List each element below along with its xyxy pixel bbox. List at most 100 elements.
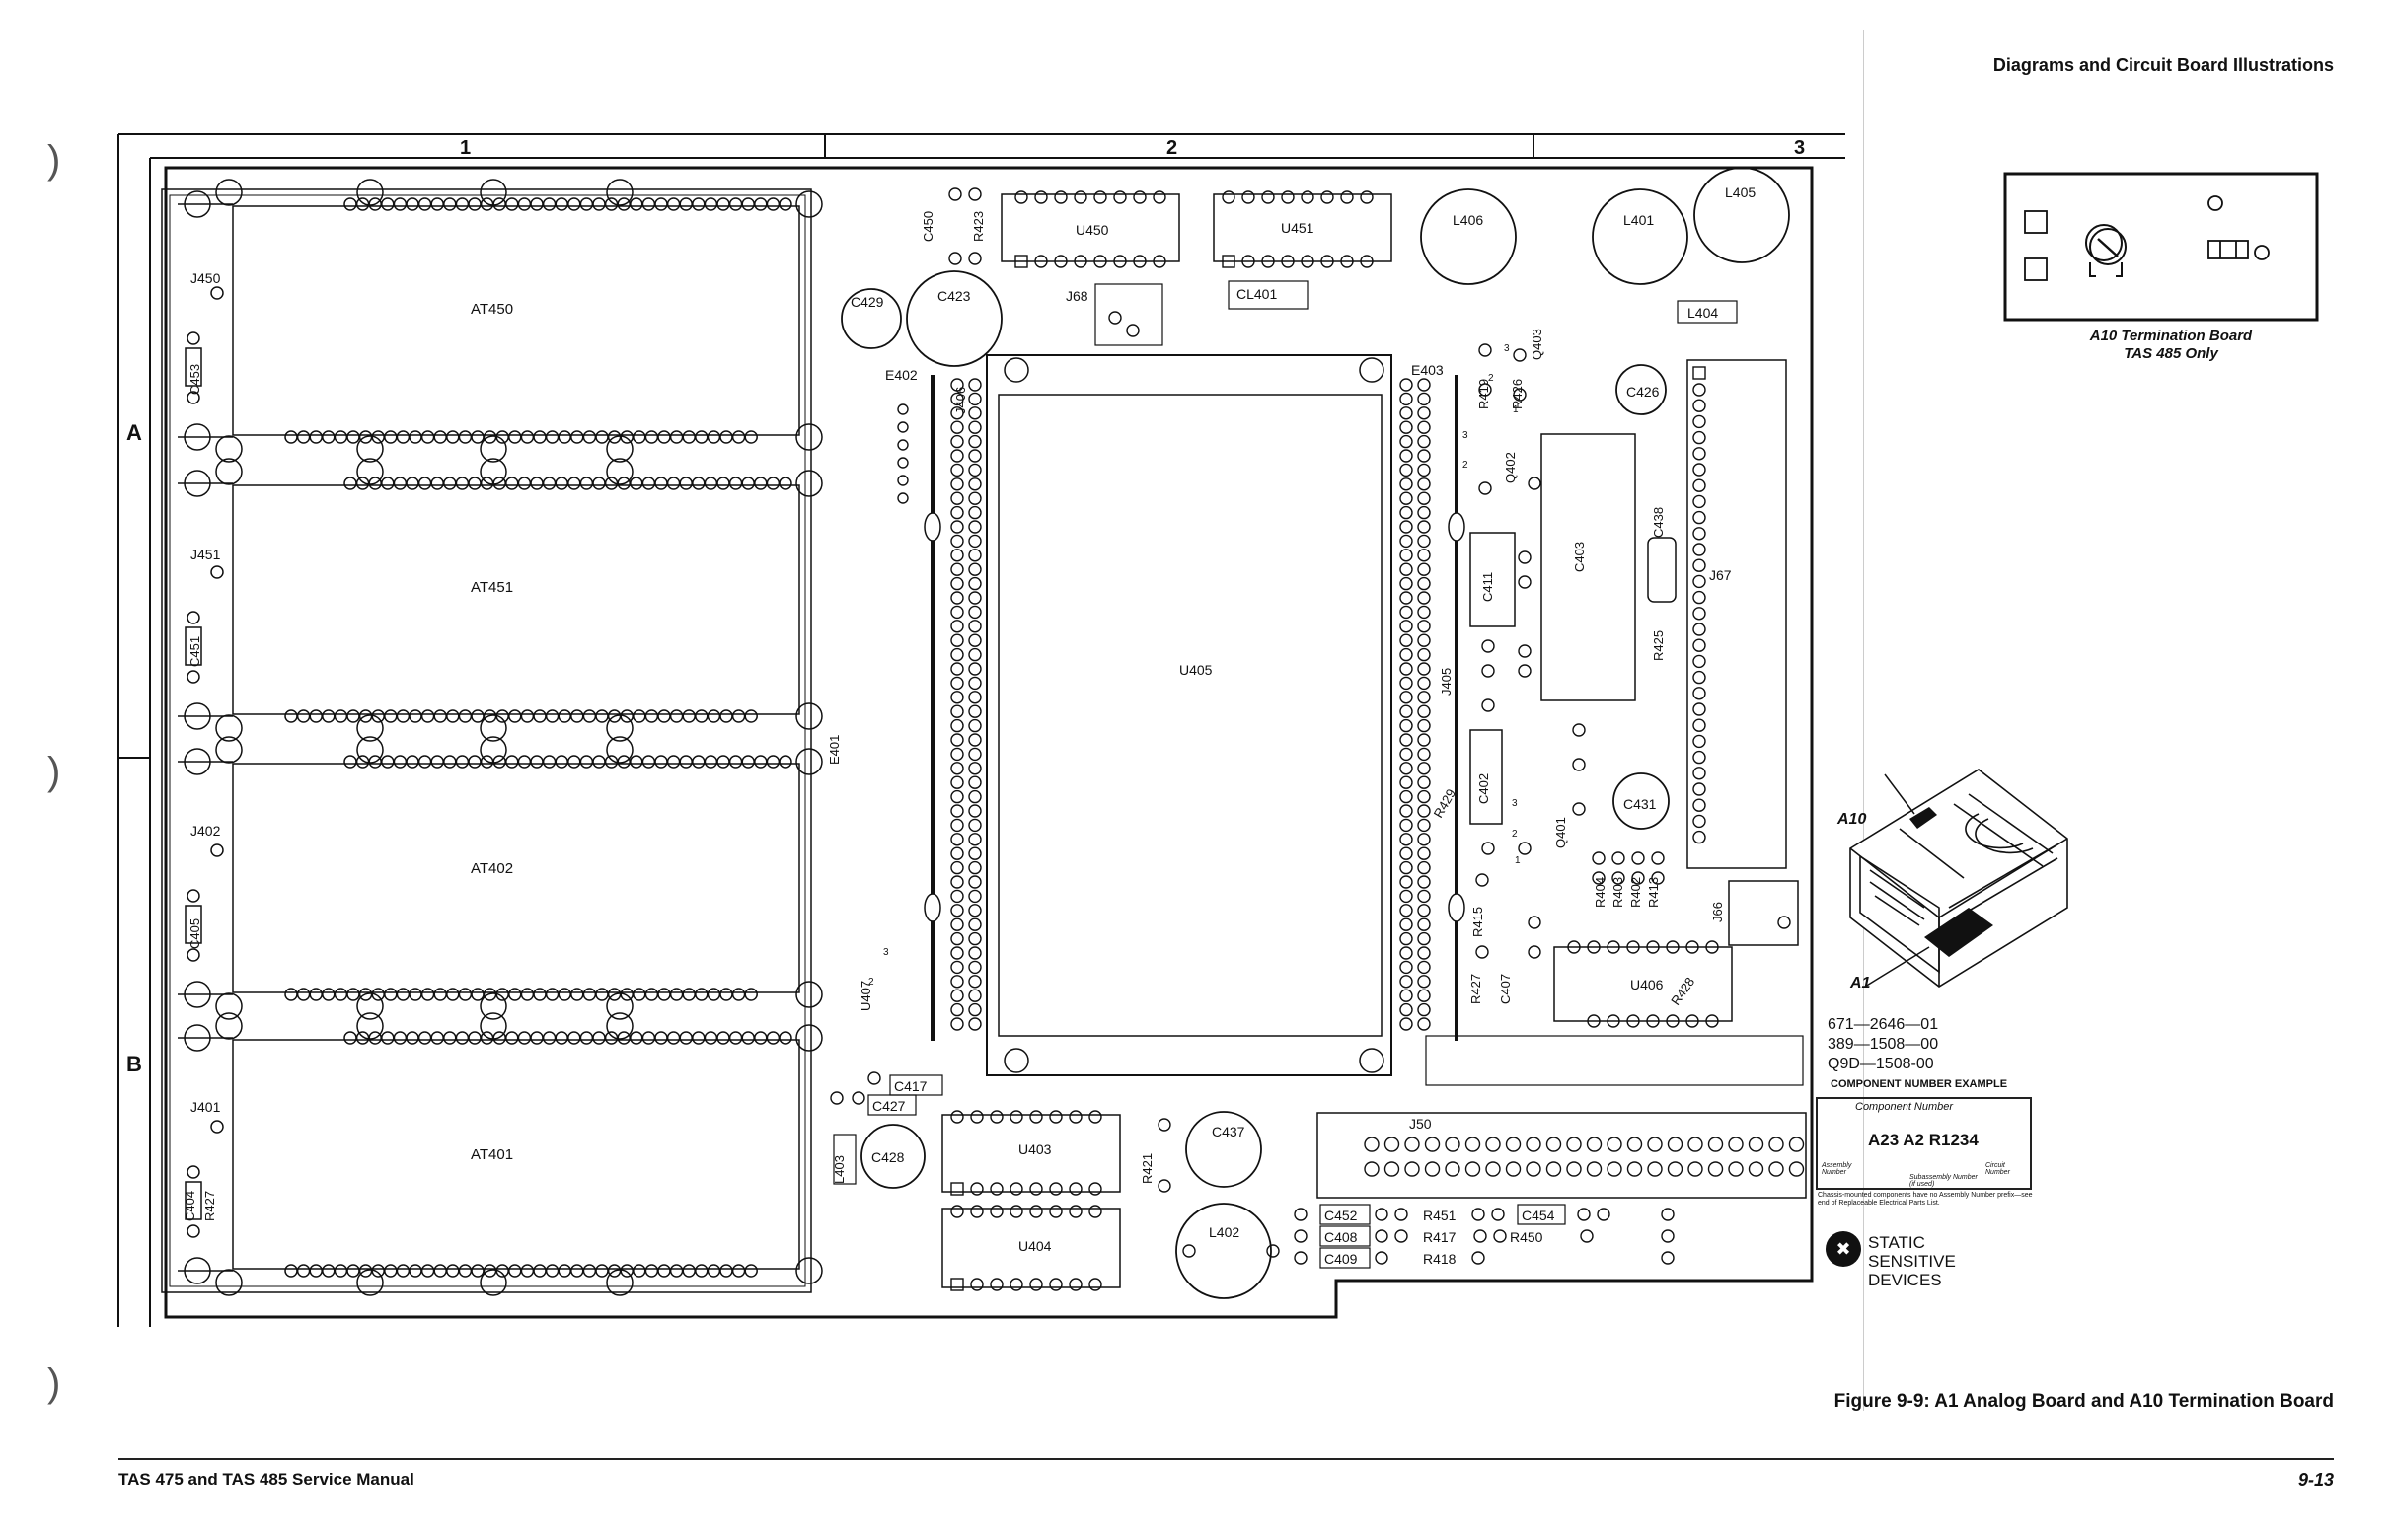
r428-label: R428: [1668, 975, 1697, 1008]
footer-rule: [118, 1458, 2334, 1460]
j401-label: J401: [190, 1099, 221, 1115]
assembly-label: Assembly Number: [1822, 1162, 1852, 1176]
svg-text:C454: C454: [1522, 1208, 1555, 1223]
r423-label: R423: [971, 211, 986, 242]
j67-connector: [1686, 359, 1787, 869]
svg-text:2: 2: [1488, 373, 1494, 384]
a10-termination-board: [2003, 172, 2319, 322]
c423-cap: [906, 270, 1003, 367]
u405-label: U405: [1179, 662, 1213, 678]
attenuator-shield: [161, 188, 812, 1293]
r427-label: R427: [202, 1191, 217, 1221]
u406-ic: [1553, 946, 1733, 1022]
svg-text:3: 3: [1512, 798, 1518, 809]
u450-ic: [1001, 193, 1180, 262]
c431-cap: [1612, 772, 1670, 830]
component-example-label: Component Number: [1855, 1101, 1954, 1113]
l406-inductor: [1420, 188, 1517, 285]
svg-text:3: 3: [883, 947, 889, 958]
grid-col-3: 3: [1794, 137, 1805, 159]
svg-text:R451: R451: [1423, 1208, 1457, 1223]
c428-cap: [860, 1124, 926, 1189]
iso-a10-label: A10: [1837, 811, 1867, 828]
at402-label: AT402: [471, 860, 513, 877]
j451-label: J451: [190, 547, 221, 562]
c437-cap: [1185, 1111, 1262, 1188]
j450-label: J450: [190, 270, 221, 286]
j67-label: J67: [1709, 567, 1732, 583]
r402-label: R402: [1628, 877, 1643, 908]
e401-label: E401: [827, 735, 842, 765]
j66-connector: [1728, 880, 1799, 946]
c428-label: C428: [871, 1149, 905, 1165]
r415-label: R415: [1470, 907, 1485, 937]
subassembly-label: Subassembly Number (if used): [1909, 1174, 1978, 1188]
c405-label: C405: [187, 918, 202, 949]
svg-text:C452: C452: [1324, 1208, 1358, 1223]
c453-label: C453: [187, 364, 202, 395]
attenuator-modules: [178, 179, 823, 1296]
footer-manual-title: TAS 475 and TAS 485 Service Manual: [118, 1470, 414, 1489]
part-number-3: Q9D—1508-00: [1828, 1056, 1934, 1072]
l401-label: L401: [1623, 212, 1654, 228]
a10-caption: A10 Termination Board TAS 485 Only: [2013, 328, 2329, 363]
svg-text:1: 1: [1513, 404, 1519, 415]
j402-label: J402: [190, 823, 221, 839]
chassis-note: Chassis-mounted components have no Assem…: [1818, 1192, 2033, 1207]
r425-label: R425: [1651, 630, 1666, 661]
j406-label: J406: [953, 387, 968, 414]
j66-label: J66: [1710, 902, 1725, 922]
at401-label: AT401: [471, 1146, 513, 1163]
fold-line: [1863, 30, 1864, 1411]
c402-cap: [1469, 729, 1503, 825]
static-sensitive-text: STATIC SENSITIVE DEVICES: [1868, 1233, 1956, 1289]
iso-a1-label: A1: [1850, 975, 1871, 991]
r413-label: R413: [1646, 877, 1661, 908]
j68-label: J68: [1066, 288, 1088, 304]
c407-label: C407: [1498, 974, 1513, 1004]
svg-text:1: 1: [1515, 855, 1521, 866]
c402-label: C402: [1476, 773, 1491, 804]
r421-label: R421: [1140, 1153, 1155, 1184]
c450-label: C450: [921, 211, 935, 242]
svg-text:2: 2: [868, 977, 874, 988]
component-example-title: COMPONENT NUMBER EXAMPLE: [1831, 1078, 2008, 1090]
c451-label: C451: [187, 636, 202, 667]
binding-mark: ): [47, 138, 61, 182]
at451-label: AT451: [471, 579, 513, 596]
c431-label: C431: [1623, 796, 1657, 812]
u405-ic: [986, 354, 1392, 1076]
component-example-parts: A23 A2 R1234: [1868, 1131, 1979, 1149]
c423-label: C423: [937, 288, 971, 304]
u404-label: U404: [1018, 1238, 1052, 1254]
chassis-location-illustration: [1849, 769, 2068, 988]
u450-label: U450: [1076, 222, 1109, 238]
e403-label: E403: [1411, 362, 1444, 378]
cl401-label: CL401: [1236, 286, 1277, 302]
q402-label: Q402: [1503, 452, 1518, 483]
c438-cap: [1647, 537, 1677, 603]
l402-inductor: [1175, 1203, 1272, 1299]
svg-text:3: 3: [1504, 343, 1510, 354]
r403-label: R403: [1610, 877, 1625, 908]
svg-text:3: 3: [1462, 430, 1468, 441]
grid-frame: [117, 133, 1845, 1327]
u406-label: U406: [1630, 977, 1664, 992]
u405-pin-rows: [897, 378, 1431, 1031]
c426-label: C426: [1626, 384, 1660, 400]
c404-label: C404: [183, 1191, 197, 1221]
circuit-label: Circuit Number: [1985, 1162, 2010, 1176]
j50-connector: [1316, 1112, 1807, 1199]
part-number-1: 671—2646—01: [1828, 1016, 1939, 1033]
c429-label: C429: [851, 294, 884, 310]
l402-label: L402: [1209, 1224, 1239, 1240]
c426-cap: [1615, 364, 1667, 415]
figure-caption: Figure 9-9: A1 Analog Board and A10 Term…: [1833, 1391, 2334, 1412]
c403-cap: [1540, 433, 1636, 701]
svg-text:C408: C408: [1324, 1229, 1358, 1245]
c437-label: C437: [1212, 1124, 1245, 1139]
j405-label: J405: [1439, 668, 1454, 696]
l403-label: L403: [832, 1155, 847, 1184]
svg-text:2: 2: [1512, 829, 1518, 840]
a1-analog-board-diagram: 1 2 3 A B AT450 AT451 AT402 AT401 J450 J…: [117, 133, 1845, 1327]
